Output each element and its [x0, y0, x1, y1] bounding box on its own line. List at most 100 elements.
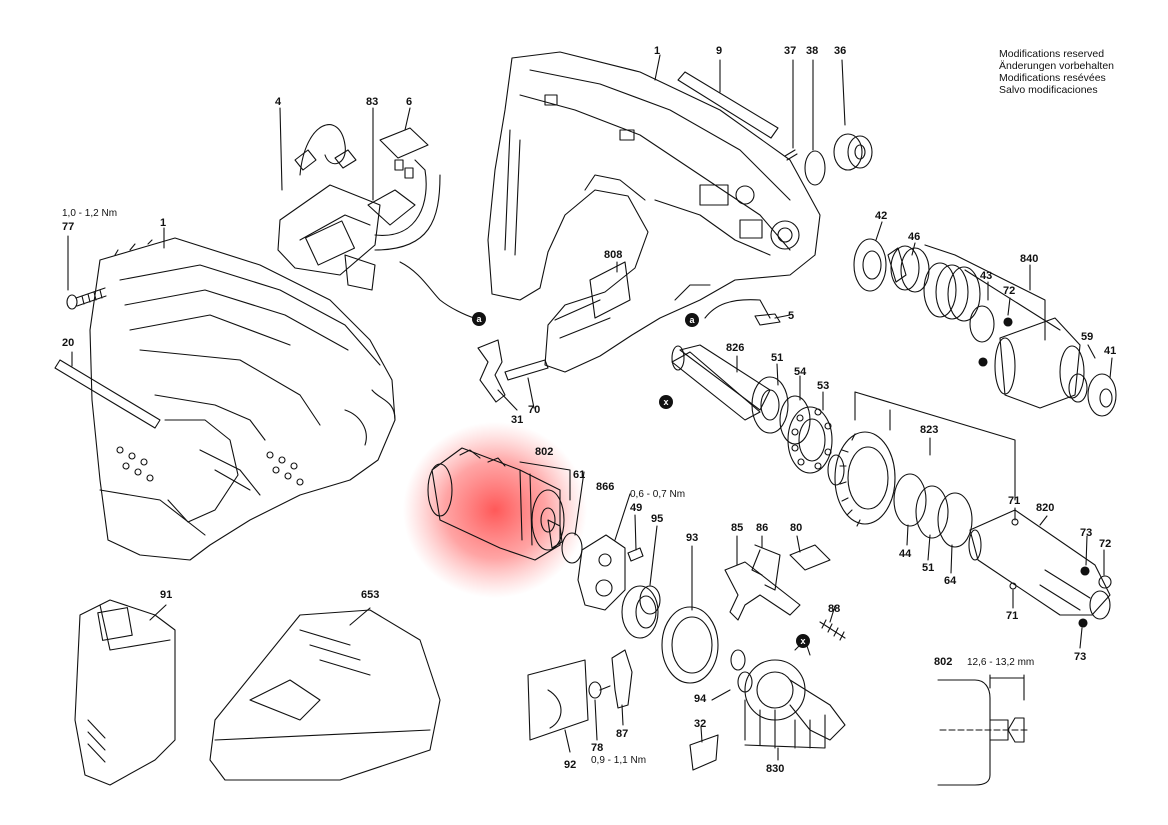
torque-note-49: 0,6 - 0,7 Nm: [630, 489, 686, 500]
torque-note-77: 1,0 - 1,2 Nm: [62, 208, 118, 219]
motor-802: [427, 447, 565, 561]
part-label-80: 80: [790, 522, 803, 534]
part-label-866: 866: [596, 481, 615, 493]
part-label-51-bottom: 51: [922, 562, 935, 574]
ball-73a: [1080, 566, 1090, 576]
part-label-88: 88: [828, 603, 841, 615]
crown-gear-823: [834, 431, 896, 527]
part-label-73-bottom: 73: [1074, 651, 1087, 663]
part-label-6: 6: [406, 96, 413, 108]
ring-64: [937, 492, 973, 548]
part-label-59: 59: [1081, 331, 1094, 343]
part-label-32: 32: [694, 718, 707, 730]
spindle-820: [968, 509, 1111, 620]
ball-43b: [978, 357, 988, 367]
part-label-85: 85: [731, 522, 744, 534]
part-label-840: 840: [1020, 253, 1039, 265]
spring-840: [923, 262, 981, 322]
notice-line-es: Salvo modificaciones: [999, 84, 1098, 96]
motor-highlight: [403, 422, 587, 598]
gear-94b: [737, 671, 753, 693]
part-label-91: 91: [160, 589, 173, 601]
switch-cap-6: [379, 127, 429, 179]
motor-detail-802: [937, 674, 1031, 786]
battery-91: [74, 599, 176, 786]
part-label-53: 53: [817, 380, 830, 392]
part-label-93: 93: [686, 532, 699, 544]
part-label-72-top: 72: [1003, 285, 1016, 297]
part-label-823: 823: [920, 424, 939, 436]
housing-body-1: [89, 237, 396, 561]
lever-87: [611, 649, 633, 709]
part-label-83: 83: [366, 96, 379, 108]
part-label-86: 86: [756, 522, 769, 534]
part-label-9: 9: [716, 45, 723, 57]
selector-85: [724, 561, 801, 621]
label-strip-9: [677, 71, 779, 139]
washer-54: [779, 395, 811, 445]
part-label-5: 5: [788, 310, 795, 322]
part-label-802-detail: 802: [934, 656, 953, 668]
screw-78: [588, 681, 611, 699]
part-label-49: 49: [630, 502, 643, 514]
clip-80: [789, 544, 831, 571]
part-label-41: 41: [1104, 345, 1117, 357]
oring-61: [561, 532, 583, 564]
notice-line-de: Änderungen vorbehalten: [999, 60, 1115, 72]
pin-37: [784, 149, 798, 161]
part-label-38: 38: [806, 45, 819, 57]
part-label-820: 820: [1036, 502, 1055, 514]
part-label-70: 70: [528, 404, 541, 416]
modifications-notice: Modifications reserved Änderungen vorbeh…: [999, 48, 1114, 96]
part-label-87: 87: [616, 728, 629, 740]
ball-71b: [1009, 582, 1017, 590]
notice-line-en: Modifications reserved: [999, 48, 1105, 60]
torque-note-78: 0,9 - 1,1 Nm: [591, 755, 647, 766]
cable-a: [399, 261, 475, 319]
part-label-73-top: 73: [1080, 527, 1093, 539]
spring-88: [819, 619, 846, 641]
ball-73b: [1078, 618, 1088, 628]
part-label-92: 92: [564, 759, 577, 771]
ball-72b: [1098, 575, 1112, 589]
clip-32: [689, 734, 719, 771]
lever-31: [477, 339, 506, 403]
part-label-20: 20: [62, 337, 75, 349]
part-label-46: 46: [908, 231, 921, 243]
ring-823a: [827, 454, 845, 486]
chuck-sleeve-59: [994, 317, 1085, 409]
bearing-53: [787, 406, 833, 474]
part-label-4: 4: [275, 96, 282, 108]
part-label-830: 830: [766, 763, 785, 775]
bearing-51a: [751, 376, 789, 434]
part-label-94: 94: [694, 693, 707, 705]
plate-92: [527, 659, 589, 741]
part-label-71-top: 71: [1008, 495, 1021, 507]
plate-866: [577, 534, 626, 611]
part-label-31: 31: [511, 414, 524, 426]
switch-module-4: [277, 124, 441, 291]
part-label-64: 64: [944, 575, 957, 587]
oring-38: [804, 150, 826, 186]
spring-46: [887, 245, 930, 293]
part-label-43: 43: [980, 270, 993, 282]
part-label-77: 77: [62, 221, 75, 233]
notice-line-fr: Modifications resévées: [999, 72, 1106, 84]
part-label-42: 42: [875, 210, 888, 222]
part-label-51-top: 51: [771, 352, 784, 364]
part-label-653: 653: [361, 589, 380, 601]
sticker-83: [367, 189, 416, 226]
washer-42: [853, 238, 887, 292]
dimension-note-802: 12,6 - 13,2 mm: [967, 657, 1035, 668]
reference-marker-x: x: [659, 395, 673, 409]
part-label-44: 44: [899, 548, 912, 560]
washer-44: [893, 473, 927, 527]
housing-half-part: [487, 51, 821, 373]
reference-marker-x-2: x: [796, 634, 810, 648]
screw-77: [66, 287, 107, 310]
part-label-95: 95: [651, 513, 664, 525]
reference-marker-a: a: [472, 312, 486, 326]
gear-94a: [730, 649, 746, 671]
washer-51b: [915, 485, 949, 539]
